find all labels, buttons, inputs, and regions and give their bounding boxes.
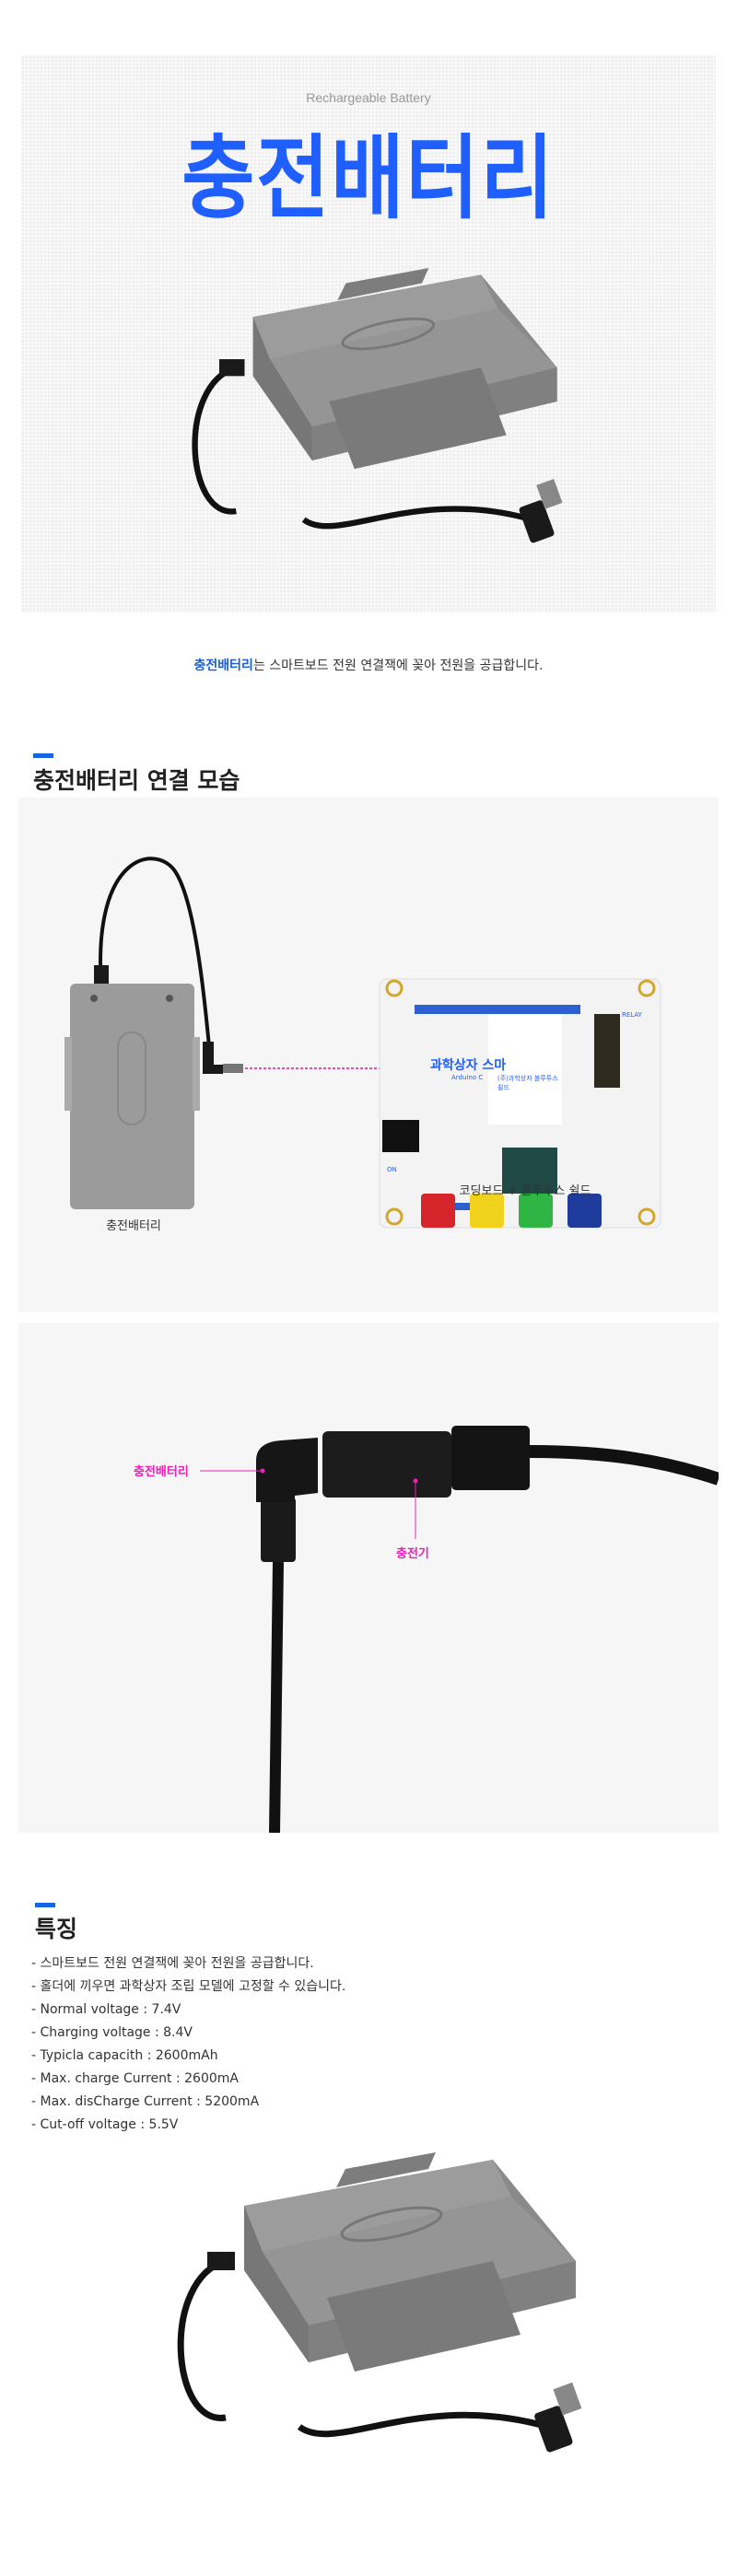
battery-pack (64, 984, 200, 1209)
yellow-button (470, 1194, 504, 1228)
connection-illustration (64, 857, 661, 1229)
hero-subtitle: Rechargeable Battery (306, 90, 431, 105)
battery-product-image (169, 244, 574, 576)
section-accent-bar (33, 753, 53, 758)
feature-item: - 스마트보드 전원 연결잭에 꽂아 전원을 공급합니다. (31, 1956, 314, 1971)
product-description: 충전배터리는 스마트보드 전원 연결잭에 꽂아 전원을 공급합니다. (0, 656, 737, 674)
blue-button (567, 1194, 602, 1228)
charger-plug-label: 충전기 (396, 1547, 429, 1561)
feature-item: - 홀더에 끼우면 과학상자 조립 모델에 고정할 수 있습니다. (31, 1979, 346, 1994)
feature-item: - Typicla capacith : 2600mAh (31, 2048, 218, 2063)
features-list: - 스마트보드 전원 연결잭에 꽂아 전원을 공급합니다. - 홀더에 끼우면 … (31, 1952, 345, 2137)
battery-caption: 충전배터리 (106, 1219, 161, 1233)
plug-closeup-image (200, 1426, 719, 1833)
feature-item: - Cut-off voltage : 5.5V (31, 2117, 179, 2132)
on-label: ON (387, 1166, 397, 1173)
green-button (519, 1194, 553, 1228)
hero-banner: Rechargeable Battery 충전배터리 (21, 55, 716, 612)
battery-plug-label: 충전배터리 (134, 1465, 189, 1479)
hero-title: 충전배터리 (181, 125, 556, 232)
plug-closeup-panel: 충전배터리 충전기 (18, 1323, 719, 1833)
red-button (421, 1194, 455, 1228)
feature-item: - Max. disCharge Current : 5200mA (31, 2094, 260, 2109)
feature-item: - Charging voltage : 8.4V (31, 2025, 193, 2040)
battery-cable (99, 857, 212, 1056)
feature-item: - Normal voltage : 7.4V (31, 2002, 181, 2017)
connection-heading: 충전배터리 연결 모습 (33, 767, 240, 794)
dc-plug (203, 1042, 223, 1074)
board-title: 과학상자 스마 (430, 1058, 507, 1073)
description-text: 는 스마트보드 전원 연결잭에 꽂아 전원을 공급합니다. (252, 659, 544, 673)
board-subtitle: Arduino C (451, 1074, 484, 1081)
coding-board (379, 978, 661, 1229)
relay-label: RELAY (622, 1011, 642, 1019)
features-accent-bar (35, 1903, 55, 1907)
description-highlight: 충전배터리 (193, 659, 253, 673)
features-heading: 특징 (35, 1916, 78, 1942)
battery-bottom-image (152, 2137, 594, 2477)
feature-item: - Max. charge Current : 2600mA (31, 2071, 239, 2086)
shield-label: (주)과학상자 블루투스 쉴드 (497, 1075, 558, 1091)
connection-panel: 과학상자 스마 Arduino C (주)과학상자 블루투스 쉴드 RELAY … (18, 798, 719, 1312)
board-caption: 코딩보드 + 블루투스 쉴드 (459, 1184, 591, 1198)
